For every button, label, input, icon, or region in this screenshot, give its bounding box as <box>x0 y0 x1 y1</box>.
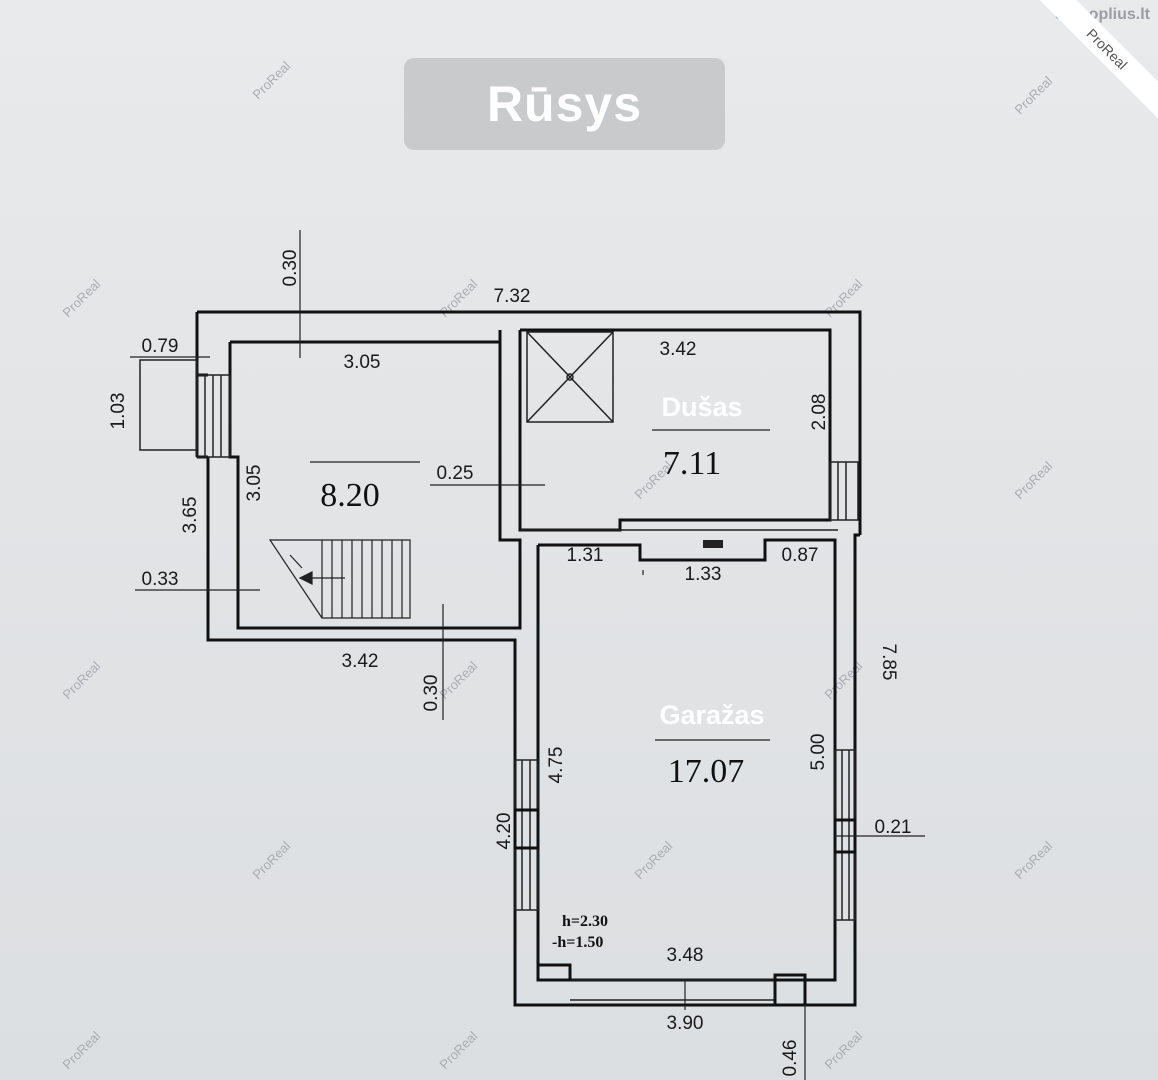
dim-shower-width: 3.42 <box>660 339 697 360</box>
height-minus-label: -h=1.50 <box>552 934 603 951</box>
garage-window-left <box>514 759 539 911</box>
dim-door-mid: 1.33 <box>685 564 722 585</box>
watermark: ProReal <box>60 1028 104 1072</box>
shower-tray <box>526 331 614 423</box>
dim-partition: 0.25 <box>437 463 474 484</box>
dimension-labels: 7.32 0.30 3.05 3.42 0.79 1.03 3.05 3.65 … <box>108 250 911 1077</box>
shower-name: Dušas <box>661 392 742 422</box>
watermark: ProReal <box>437 1028 481 1072</box>
walls <box>195 310 862 1007</box>
dimension-lines <box>130 230 925 1080</box>
page-title: Rūsys <box>486 76 643 132</box>
watermark: ProReal <box>1012 73 1056 117</box>
shower-window <box>829 461 859 521</box>
garage-window-right <box>834 749 856 921</box>
shower-area: 7.11 <box>663 445 721 482</box>
dim-wall-top: 0.30 <box>280 250 301 287</box>
dim-garage-inner-bottom: 3.48 <box>667 945 704 966</box>
watermark: ProReal <box>1012 458 1056 502</box>
room-labels: 8.20 Dušas 7.11 Garažas 17.07 h=2.30 -h=… <box>320 392 764 951</box>
dim-garage-left: 4.75 <box>546 747 567 784</box>
watermark: ProReal <box>250 58 294 102</box>
watermark: ProReal <box>250 838 294 882</box>
watermark: ProReal <box>60 276 104 320</box>
dim-door-right: 0.87 <box>782 545 819 566</box>
stairs <box>268 539 411 619</box>
dim-window-left-width: 0.79 <box>142 336 179 357</box>
dim-hall-height-inner: 3.05 <box>244 465 265 502</box>
watermark: ProReal <box>822 658 866 702</box>
dim-garage-right: 5.00 <box>808 734 829 771</box>
door-fixture <box>703 540 723 548</box>
garage-name: Garažas <box>659 700 764 730</box>
dim-hall-height-outer: 3.65 <box>180 497 201 534</box>
dim-garage-outer-bottom: 3.90 <box>667 1013 704 1034</box>
hall-area: 8.20 <box>320 477 380 514</box>
garage-area: 17.07 <box>668 753 745 790</box>
dim-wall-mid: 0.30 <box>421 675 442 712</box>
dim-shower-height: 2.08 <box>809 394 830 431</box>
dim-wall-left: 0.33 <box>142 569 179 590</box>
dim-garage-right-outer: 7.85 <box>878 644 899 681</box>
watermark: ProReal <box>822 1028 866 1072</box>
outer-wall-left-lower <box>195 375 208 459</box>
outer-wall-outline <box>195 310 862 1007</box>
watermark: ProReal <box>632 838 676 882</box>
watermark: ProReal <box>437 276 481 320</box>
dim-bottom-hall: 3.42 <box>342 651 379 672</box>
dim-wall-right: 0.21 <box>875 817 912 838</box>
dim-hall-width-top: 3.05 <box>344 352 381 373</box>
garage-left-wall <box>513 545 540 760</box>
window-box-left <box>139 359 198 451</box>
dim-window-left-depth: 1.03 <box>108 393 129 430</box>
dim-wall-bottom: 0.46 <box>780 1040 801 1077</box>
dim-door-left: 1.31 <box>567 545 604 566</box>
title-badge: Rūsys <box>404 58 725 150</box>
watermark: ProReal <box>1012 838 1056 882</box>
dim-garage-left-lower: 4.20 <box>494 813 515 850</box>
dim-top-overall: 7.32 <box>494 286 531 307</box>
watermark: ProReal <box>60 658 104 702</box>
pillars <box>513 808 857 1007</box>
height-label: h=2.30 <box>562 913 608 930</box>
